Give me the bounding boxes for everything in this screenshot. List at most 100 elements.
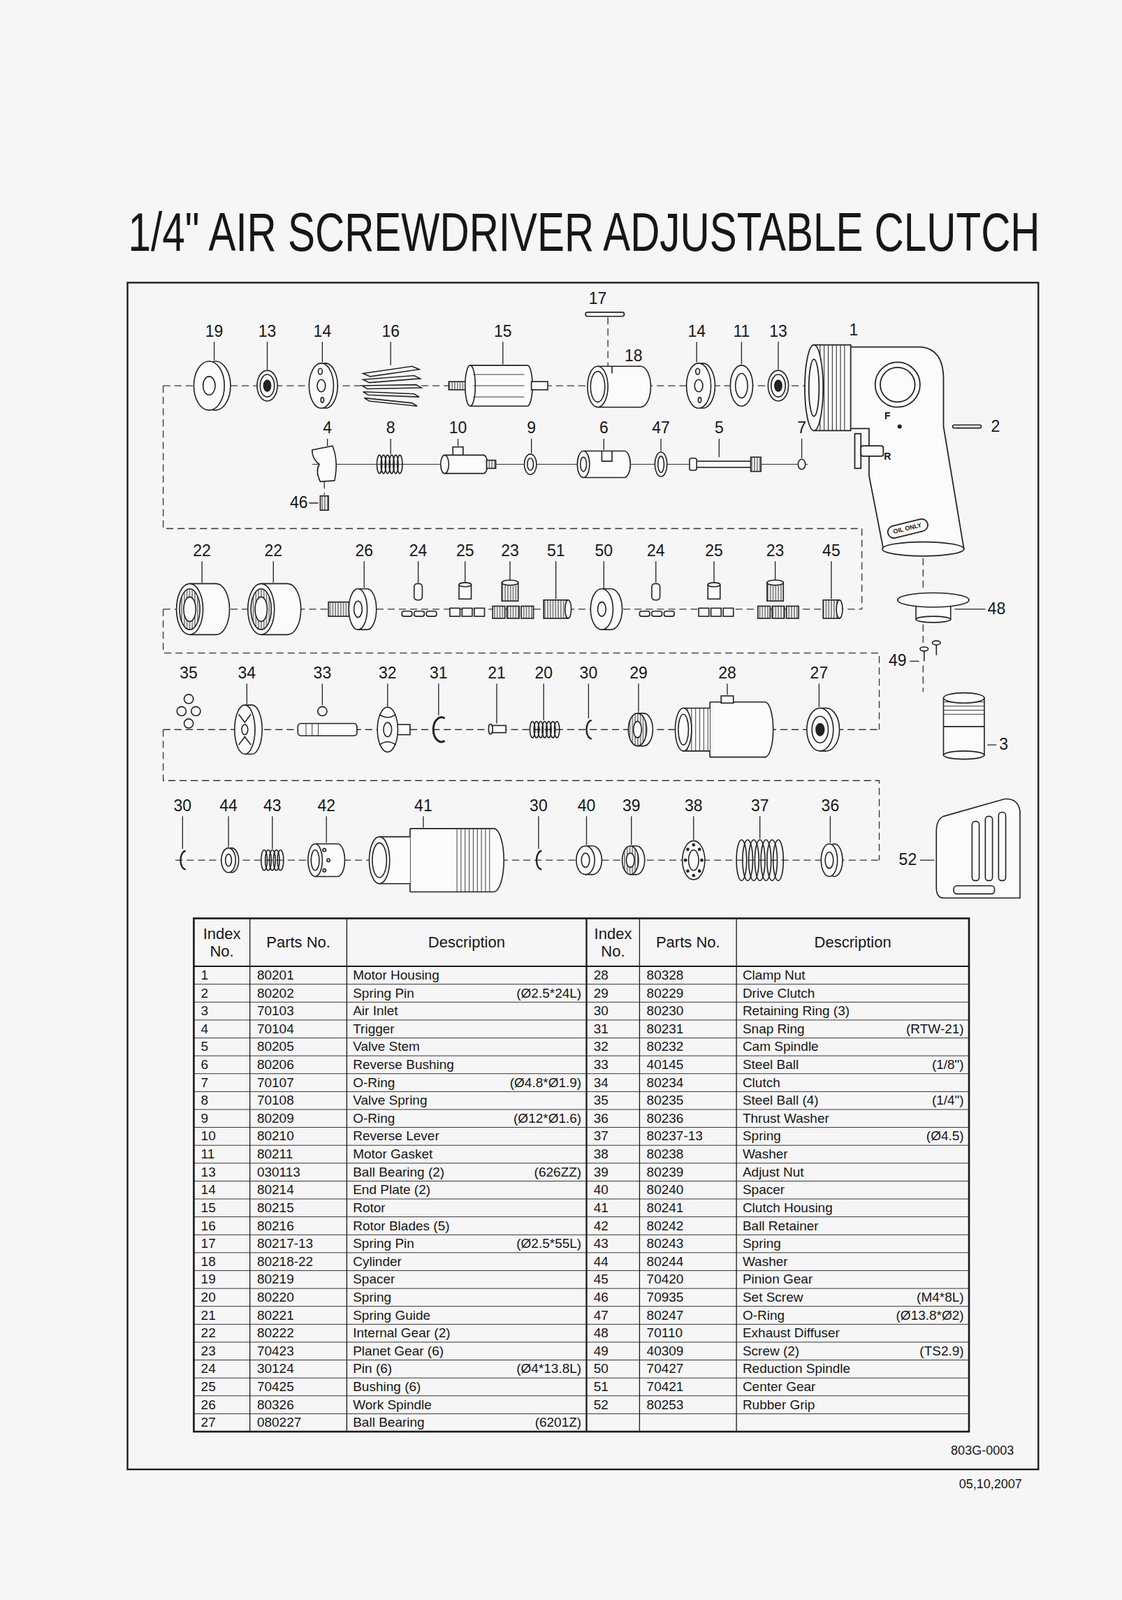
part-size: (1/8") (931, 1057, 965, 1072)
trigger-part (312, 445, 337, 482)
part-number: 80201 (257, 967, 295, 983)
part-description: Clamp Nut (742, 967, 806, 983)
part-number: 80240 (646, 1182, 684, 1198)
table-header: Index No. (589, 924, 638, 960)
screw-part (920, 646, 929, 652)
document-code: 05,10,2007 (959, 1477, 1023, 1492)
callout-number: 43 (263, 797, 282, 815)
callout-number: 26 (354, 542, 374, 560)
washer-part (682, 840, 705, 879)
rotor-part (448, 365, 548, 406)
callout-number: 19 (205, 322, 224, 341)
cam-spindle-part (306, 723, 319, 736)
steel-ball-part (176, 694, 201, 728)
drive-clutch-part (628, 713, 653, 747)
ball-retainer-part (322, 848, 326, 851)
part-number: 030113 (257, 1164, 301, 1180)
screw-part (931, 640, 941, 645)
part-description: Exhaust Diffuser (742, 1326, 840, 1341)
valve-spring-part (376, 454, 403, 473)
cam-spindle-part (317, 706, 327, 716)
steel-ball-part (191, 706, 201, 716)
reverse-lever-part (440, 454, 450, 473)
index-number: 32 (593, 1039, 609, 1055)
callout-number: 32 (378, 664, 397, 682)
planet-gear-part (492, 579, 534, 619)
table-grid (193, 965, 969, 967)
o-ring-part (523, 454, 537, 475)
rotor-blades-part (363, 366, 420, 377)
callout-number: 39 (622, 797, 641, 815)
parts-drawing (176, 312, 1020, 898)
valve-stem-part (693, 461, 754, 468)
internal-gear-part (248, 583, 302, 635)
part-number: 80234 (646, 1075, 684, 1090)
rotor-part (531, 381, 548, 390)
cam-part (383, 722, 392, 737)
part-number: 80253 (646, 1397, 684, 1412)
o-ring-part (797, 459, 805, 470)
part-size: (Ø4.8*Ø1.9) (510, 1075, 582, 1090)
spacer-part (203, 376, 216, 395)
part-number: 080227 (257, 1415, 302, 1431)
part-description: Center Gear (742, 1379, 816, 1395)
part-description: Rubber Grip (742, 1397, 816, 1412)
index-number: 50 (593, 1361, 609, 1377)
callout-number: 8 (386, 419, 396, 438)
ball-bearing-part (806, 708, 834, 752)
part-number: 80237-13 (646, 1128, 703, 1144)
part-description: Spring Pin (352, 985, 415, 1001)
spacer-part (193, 361, 225, 411)
rotor-part (472, 374, 524, 397)
ball-bearing-part (263, 380, 271, 392)
part-number: 70935 (646, 1289, 684, 1305)
rotor-part (470, 365, 528, 406)
part-description: Washer (742, 1147, 789, 1162)
center-gear-part (543, 600, 568, 619)
part-number: 80221 (257, 1307, 295, 1323)
clutch-part (234, 704, 262, 754)
part-number: 70107 (257, 1075, 295, 1090)
retaining-ring-part (536, 850, 542, 870)
ball-bearing-part (767, 370, 789, 402)
motor-housing-part (804, 345, 965, 557)
index-number: 34 (593, 1075, 609, 1090)
screw-part (920, 640, 941, 661)
internal-gear-part (183, 596, 197, 622)
internal-gear-part (248, 583, 275, 635)
bushing-part (707, 582, 721, 587)
part-description: Spring (352, 1289, 392, 1305)
part-description: Work Spindle (352, 1397, 432, 1412)
part-number: 80230 (646, 1003, 684, 1019)
washer-part (691, 843, 696, 847)
spring-part (773, 839, 784, 881)
table-header: Parts No. (642, 933, 734, 951)
index-number: 30 (593, 1003, 609, 1019)
callout-number: 50 (595, 542, 614, 560)
spring-guide-part (488, 723, 493, 735)
part-number: 80205 (257, 1039, 295, 1055)
bushing-part (461, 607, 473, 617)
bushing-part (698, 607, 710, 617)
index-number: 21 (201, 1307, 216, 1323)
callout-number: 15 (493, 322, 513, 341)
callout-number: 46 (289, 493, 309, 512)
pin-part (414, 583, 423, 600)
index-number: 31 (593, 1021, 609, 1037)
part-number: 80202 (257, 985, 295, 1001)
callout-number: 36 (821, 797, 840, 815)
part-number: 80243 (646, 1236, 684, 1252)
o-ring-part (654, 452, 668, 477)
part-number: 80326 (257, 1397, 295, 1412)
part-size: (Ø13.8*Ø2) (896, 1307, 965, 1323)
air-inlet-part (943, 702, 985, 715)
part-description: Spacer (352, 1272, 395, 1287)
motor-housing-part (860, 445, 884, 457)
clutch-part (234, 704, 255, 754)
motor-housing-part (898, 424, 902, 428)
part-number: 80236 (646, 1110, 684, 1126)
washer-part (691, 873, 696, 878)
callout-number: 37 (751, 797, 770, 815)
part-description: Valve Stem (352, 1039, 420, 1055)
